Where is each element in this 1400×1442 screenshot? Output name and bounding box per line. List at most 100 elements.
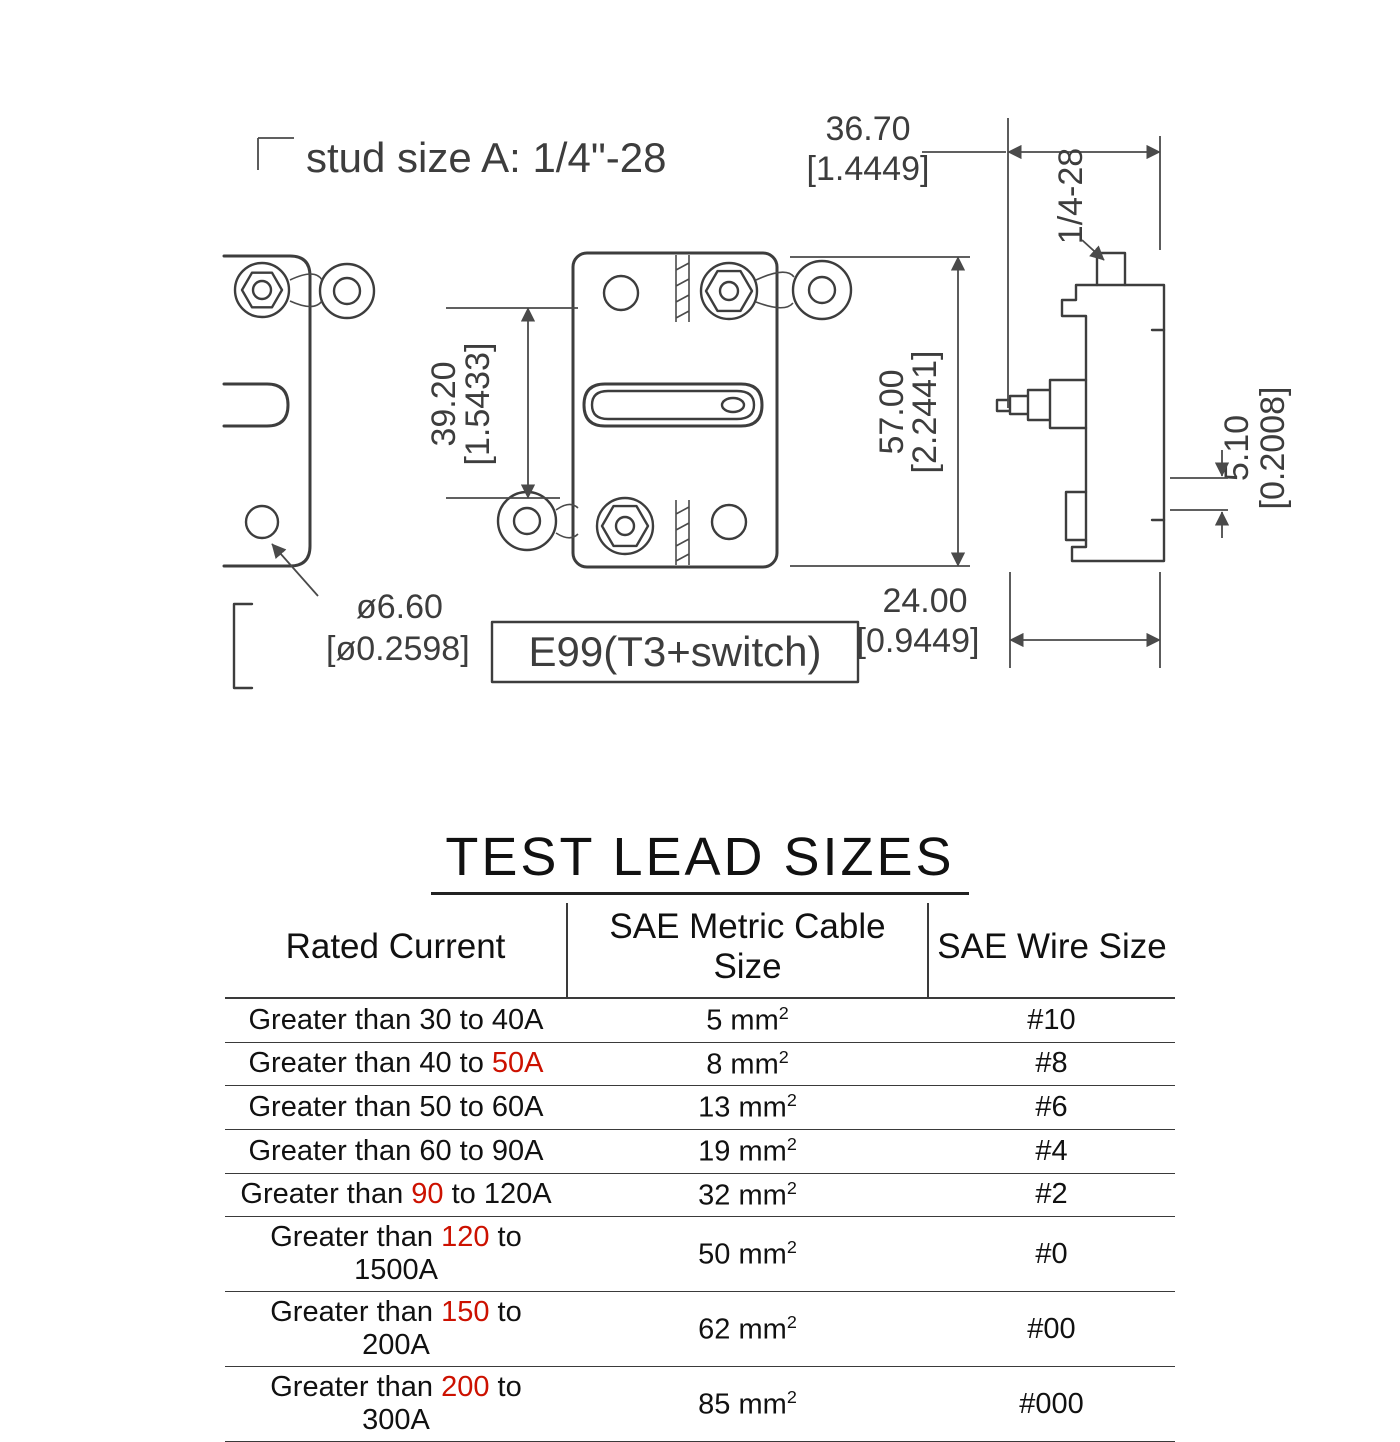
technical-drawing: stud size A: 1/4"-28 36.70 [1.4449] 1/4-… [222,110,1292,690]
wire-size-cell: #8 [928,1042,1175,1087]
dim-thread-label: 1/4-28 [1052,148,1090,244]
reset-lever-tip [720,396,746,414]
ext-lines-depth [1009,572,1161,668]
cable-size-cell: 5 mm2 [567,998,928,1043]
dim-flange-in: [0.2008] [1254,387,1292,510]
header-rated-current: Rated Current [225,903,567,999]
cable-size-cell: 85 mm2 [567,1366,928,1442]
wire-size-cell: #6 [928,1085,1175,1130]
stud-hole-top-right [718,280,740,302]
rubber-cap-top-outer [791,259,853,321]
cable-size-cell: 13 mm2 [567,1085,928,1130]
cable-size-cell: 50 mm2 [567,1216,928,1293]
dim-depth-mm: 24.00 [882,582,967,620]
wire-size-cell: #2 [928,1173,1175,1218]
test-lead-sizes-section: TEST LEAD SIZES Rated Current SAE Metric… [225,826,1175,1442]
lever-slot-outer [582,382,764,428]
rated-current-cell: Greater than 40 to 50A [225,1042,567,1087]
side-terminal-steps [995,378,1088,430]
lever-slot-inner [590,389,756,421]
technical-drawing-svg: stud size A: 1/4"-28 36.70 [1.4449] 1/4-… [222,110,1292,690]
cable-size-cell: 8 mm2 [567,1042,928,1087]
mount-hole-top-left [602,274,640,312]
side-body-outline [1060,283,1166,563]
thread-leader [1081,239,1105,261]
stud-ring-bottom [595,496,655,556]
cable-size-cell: 32 mm2 [567,1173,928,1218]
table-title: TEST LEAD SIZES [431,826,969,895]
cropped-label-bracket [232,602,254,690]
wire-size-cell: #4 [928,1129,1175,1174]
front-view [496,251,853,569]
ext-lines-body-height [790,256,970,567]
cap-strap-top [755,271,795,309]
dim-body-height-mm: 57.00 [873,369,911,454]
rubber-cap-bottom-outer [496,490,558,552]
side-top-stud [1095,251,1127,287]
bottom-seam-hatch [675,500,690,565]
wire-size-cell: #00 [928,1291,1175,1368]
table-header-row: Rated Current SAE Metric Cable Size SAE … [225,903,1175,999]
rated-current-cell: Greater than 60 to 90A [225,1129,567,1174]
left-cap-outer [318,262,376,320]
breaker-body-outline [571,251,779,569]
stud-size-label: stud size A: 1/4"-28 [306,134,666,181]
model-label-box [490,620,860,684]
dim-depth-in: [0.9449] [857,622,980,660]
dim-hole-dia-in: [ø0.2598] [326,630,470,668]
dim-slot-height-mm: 39.20 [425,361,463,446]
hex-nut-top-right [704,269,754,313]
side-lower-notch [1064,490,1088,542]
rubber-cap-top-inner [807,275,837,305]
stud-hole-bottom [614,515,636,537]
left-lever-slot [222,382,290,428]
cable-size-cell: 19 mm2 [567,1129,928,1174]
dim-width-in: [1.4449] [807,150,930,188]
ext-lines-flange [1170,477,1228,511]
test-lead-table: Rated Current SAE Metric Cable Size SAE … [225,903,1175,1442]
rated-current-cell: Greater than 200 to 300A [225,1366,567,1442]
top-seam-hatch [675,255,690,322]
rated-current-cell: Greater than 90 to 120A [225,1173,567,1218]
ext-lines-slot-height [446,307,578,499]
cable-size-cell: 62 mm2 [567,1291,928,1368]
dim-width-mm: 36.70 [825,110,910,148]
dim-slot-height-in: [1.5433] [459,343,497,466]
rated-current-cell: Greater than 150 to 200A [225,1291,567,1368]
left-top-hex-nut [240,271,284,309]
cap-strap-bottom [555,503,579,539]
rated-current-cell: Greater than 120 to 1500A [225,1216,567,1293]
mount-hole-bottom-right [710,503,748,541]
left-top-stud-hole [251,279,273,301]
dim-flange-mm: 5.10 [1218,415,1256,481]
left-mount-hole [244,504,280,540]
side-right-notches [1150,328,1166,522]
wire-size-cell: #10 [928,998,1175,1043]
left-cap-strap [289,273,323,308]
stud-label-leader [257,137,294,170]
left-partial-view [222,254,376,690]
wire-size-cell: #0 [928,1216,1175,1293]
dim-body-height-in: [2.2441] [906,351,944,474]
dim-hole-dia-mm: ø6.60 [356,588,443,626]
rated-current-cell: Greater than 50 to 60A [225,1085,567,1130]
rubber-cap-bottom-inner [512,506,542,536]
stud-ring-top-right [699,261,759,321]
model-label: E99(T3+switch) [529,628,822,675]
left-body-outline [222,254,312,568]
side-view [995,251,1166,563]
header-cable-size: SAE Metric Cable Size [566,903,928,999]
header-wire-size: SAE Wire Size [927,903,1175,999]
left-top-stud-ring [233,261,291,319]
rated-current-cell: Greater than 30 to 40A [225,998,567,1043]
hex-nut-bottom [600,504,650,548]
wire-size-cell: #000 [928,1366,1175,1442]
